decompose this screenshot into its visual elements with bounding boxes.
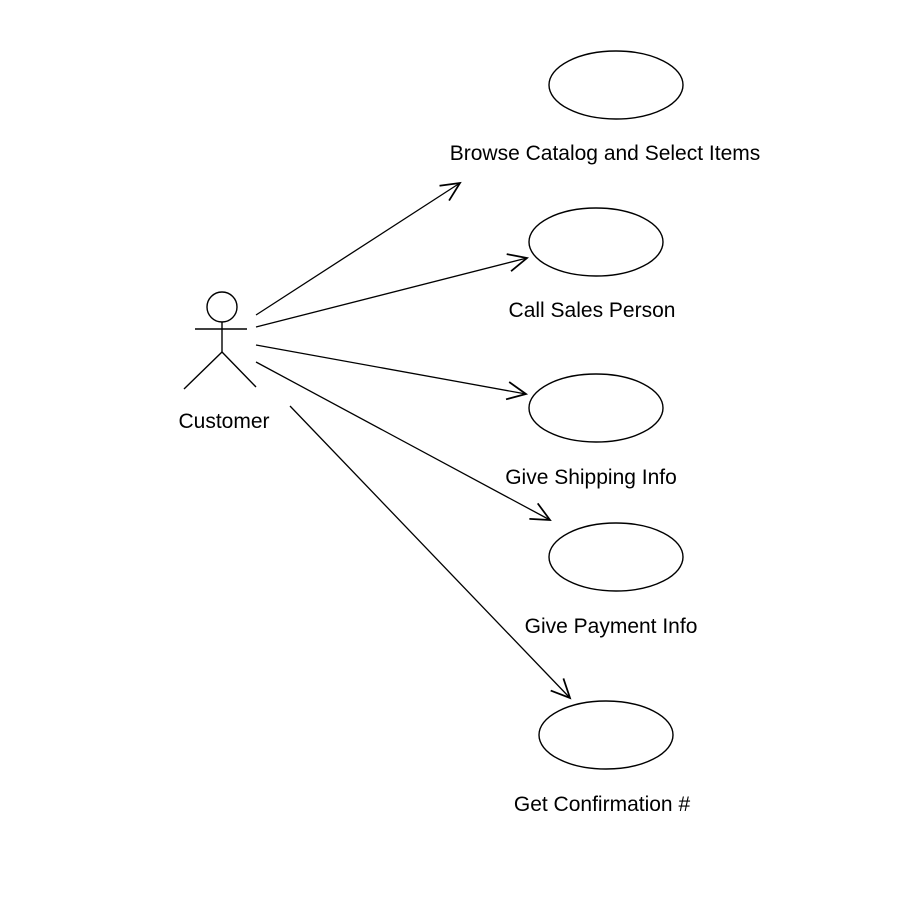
use-case-ellipse-browse [548,50,684,120]
associations [255,181,572,700]
use-case-label-call-sales: Call Sales Person [508,299,676,322]
association-arrow-confirmation [289,405,572,700]
use-case-label-browse: Browse Catalog and Select Items [449,142,761,165]
association-arrow-payment [255,361,552,521]
use-case-ellipse-shipping [528,373,664,443]
actor-right-leg [221,351,257,388]
use-case-label-shipping: Give Shipping Info [505,466,677,489]
association-arrow-call-sales [255,253,530,328]
actor-head [206,291,238,323]
association-arrow-browse [255,181,462,316]
association-arrow-shipping [255,344,529,401]
use-case-ellipses [528,50,684,770]
use-case-ellipse-call-sales [528,207,664,277]
actor-left-leg [183,351,223,390]
use-case-ellipse-payment [548,522,684,592]
use-case-label-confirmation: Get Confirmation # [513,793,691,816]
use-case-label-payment: Give Payment Info [524,615,698,638]
actor-label: Customer [178,410,270,433]
actor-figure [183,291,257,390]
use-case-ellipse-confirmation [538,700,674,770]
